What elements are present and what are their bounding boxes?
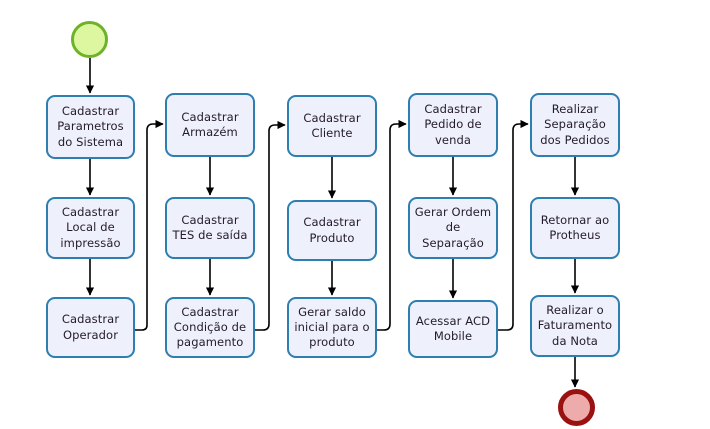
node-label: Retornar ao Protheus (540, 212, 610, 242)
task-node-cadastrar-pedido-de-venda[interactable]: Cadastrar Pedido de venda (408, 93, 498, 157)
node-label: Realizar o Faturamento da Nota (537, 303, 613, 348)
edge-n3-to-n4 (135, 119, 164, 331)
node-label: Gerar saldo inicial para o produto (294, 304, 370, 350)
node-label: Cadastrar Cliente (303, 110, 361, 140)
task-node-cadastrar-cliente[interactable]: Cadastrar Cliente (287, 95, 377, 157)
task-node-cadastrar-parametros-do-sistema[interactable]: Cadastrar Parametros do Sistema (46, 95, 135, 159)
node-label: Cadastrar Produto (303, 215, 361, 245)
node-label: Cadastrar Pedido de venda (424, 102, 482, 147)
node-label: Cadastrar TES de saída (172, 212, 248, 242)
start-event-marker (71, 21, 108, 58)
node-label: Realizar Separação dos Pedidos (540, 102, 610, 147)
task-node-realizar-separacao-dos-pedidos[interactable]: Realizar Separação dos Pedidos (530, 93, 620, 157)
task-node-cadastrar-produto[interactable]: Cadastrar Produto (287, 200, 377, 261)
task-node-cadastrar-tes-de-saida[interactable]: Cadastrar TES de saída (165, 197, 255, 259)
task-node-cadastrar-armazem[interactable]: Cadastrar Armazém (165, 93, 255, 157)
task-node-cadastrar-condicao-de-pagamento[interactable]: Cadastrar Condição de pagamento (165, 297, 255, 358)
node-label: Acessar ACD Mobile (415, 313, 491, 343)
task-node-realizar-o-faturamento-da-nota[interactable]: Realizar o Faturamento da Nota (530, 295, 620, 357)
task-node-cadastrar-local-de-impressao[interactable]: Cadastrar Local de impressão (46, 197, 135, 259)
end-event-marker (558, 389, 595, 426)
task-node-retornar-ao-protheus[interactable]: Retornar ao Protheus (530, 197, 620, 259)
node-label: Cadastrar Condição de pagamento (173, 304, 247, 350)
node-label: Gerar Ordem de Separação (414, 205, 492, 250)
task-node-gerar-saldo-inicial-para-o-produto[interactable]: Gerar saldo inicial para o produto (287, 297, 377, 358)
node-label: Cadastrar Armazém (181, 109, 239, 139)
node-label: Cadastrar Operador (61, 312, 120, 342)
edge-n9-to-n10 (377, 119, 407, 331)
edge-n6-to-n7 (255, 120, 286, 331)
task-node-gerar-ordem-de-separacao[interactable]: Gerar Ordem de Separação (408, 197, 498, 259)
task-node-cadastrar-operador[interactable]: Cadastrar Operador (46, 297, 135, 358)
task-node-acessar-acd-mobile[interactable]: Acessar ACD Mobile (408, 300, 498, 358)
node-label: Cadastrar Parametros do Sistema (57, 104, 124, 149)
node-label: Cadastrar Local de impressão (60, 205, 121, 250)
edge-n12-to-n13 (498, 119, 529, 331)
